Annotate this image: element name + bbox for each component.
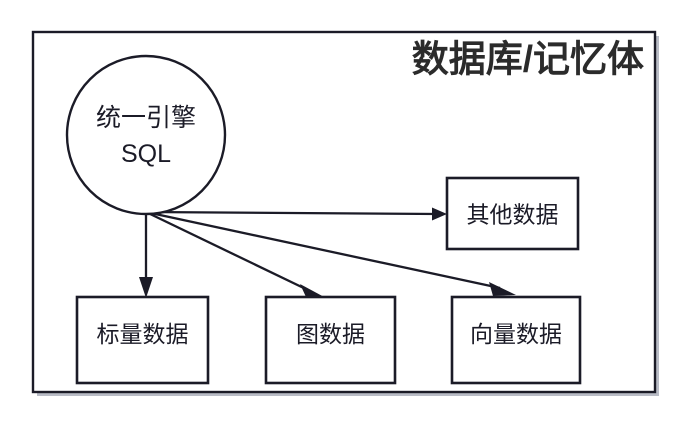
node-graph-data[interactable]: 图数据 — [264, 295, 397, 385]
edge-to-other-data-line — [145, 210, 438, 216]
edge-to-vector-data-line — [145, 210, 501, 290]
node-scalar-data-label: 标量数据 — [97, 321, 189, 347]
node-other-data-shape — [445, 176, 580, 251]
node-unified-engine[interactable]: 统一引擎 SQL — [65, 54, 227, 216]
edge-to-graph-data-line — [145, 210, 313, 294]
node-graph-data-label: 图数据 — [296, 321, 365, 347]
node-scalar-data-shape — [75, 295, 210, 385]
edge-to-other-data-arrowhead — [432, 207, 447, 221]
edge-to-scalar-data — [139, 212, 153, 298]
edge-to-other-data — [145, 207, 447, 221]
node-vector-data-label: 向量数据 — [470, 321, 562, 347]
node-other-data-label: 其他数据 — [467, 202, 559, 228]
node-scalar-data[interactable]: 标量数据 — [75, 295, 210, 385]
node-other-data[interactable]: 其他数据 — [445, 176, 580, 251]
edge-to-vector-data-arrowhead — [489, 282, 516, 296]
edge-to-vector-data — [145, 210, 516, 296]
node-unified-engine-label-line1: 统一引擎 — [96, 104, 196, 132]
node-unified-engine-shape — [65, 54, 227, 216]
node-vector-data[interactable]: 向量数据 — [450, 295, 582, 385]
edge-to-scalar-data-arrowhead — [139, 277, 153, 298]
node-vector-data-shape — [450, 295, 582, 385]
diagram-title: 数据库/记忆体 — [412, 39, 644, 80]
edge-to-graph-data — [145, 210, 326, 298]
node-graph-data-shape — [264, 295, 397, 385]
node-unified-engine-label-line2: SQL — [121, 140, 171, 168]
edge-to-graph-data-arrowhead — [300, 284, 326, 298]
